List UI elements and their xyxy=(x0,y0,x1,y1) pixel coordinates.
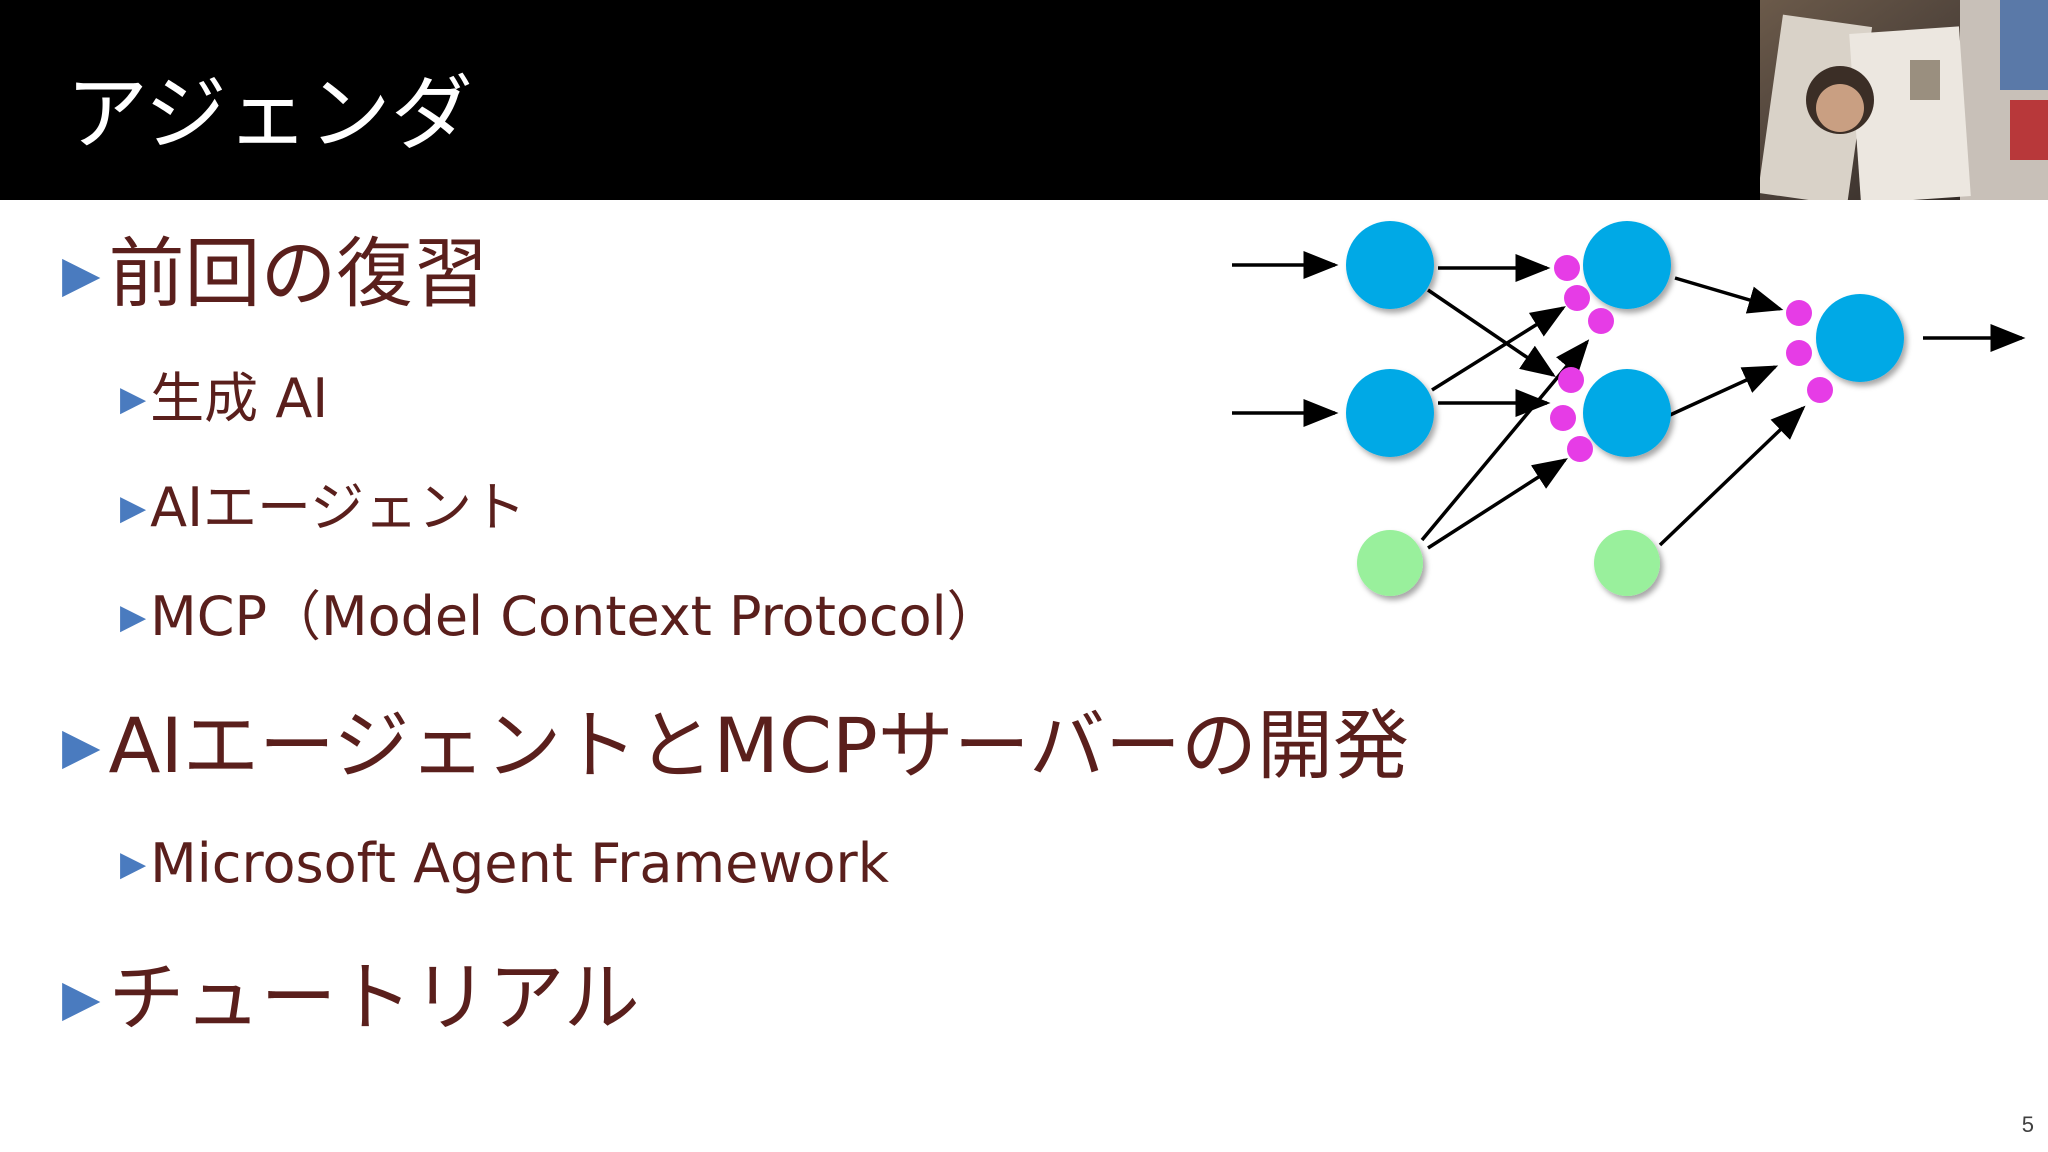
agenda-subitem-label: Microsoft Agent Framework xyxy=(150,832,889,895)
agenda-item-label: 前回の復習 xyxy=(108,229,489,318)
neuron-circle xyxy=(1346,221,1434,309)
agenda-subitem: ▶ Microsoft Agent Framework xyxy=(120,837,889,891)
bias-neuron-circle xyxy=(1357,530,1423,596)
bullet-triangle-icon: ▶ xyxy=(62,717,101,775)
slide-title: アジェンダ xyxy=(66,67,473,162)
agenda-item: ▶ AIエージェントとMCPサーバーの開発 xyxy=(62,708,1409,784)
neuron-circle xyxy=(1346,369,1434,457)
agenda-item-label: AIエージェントとMCPサーバーの開発 xyxy=(108,701,1410,790)
agenda-subitem: ▶ 生成 AI xyxy=(120,372,328,426)
agenda-subitem: ▶ MCP（Model Context Protocol） xyxy=(120,590,1001,644)
page-number: 5 xyxy=(2021,1112,2034,1137)
neuron-circle xyxy=(1583,221,1671,309)
agenda-item: ▶ 前回の復習 xyxy=(62,236,488,312)
bullet-triangle-icon: ▶ xyxy=(120,379,147,419)
agenda-item-label: チュートリアル xyxy=(108,953,640,1042)
agenda-subitem-label: MCP（Model Context Protocol） xyxy=(150,585,1001,648)
agenda-item: ▶ チュートリアル xyxy=(62,960,640,1036)
neuron-circle xyxy=(1816,294,1904,382)
title-bar: アジェンダ xyxy=(0,0,2048,200)
weight-dots xyxy=(1550,255,1833,462)
bias-neuron-circle xyxy=(1594,530,1660,596)
bullet-triangle-icon: ▶ xyxy=(62,969,101,1027)
bullet-triangle-icon: ▶ xyxy=(120,488,147,528)
bullet-triangle-icon: ▶ xyxy=(62,245,101,303)
agenda-subitem-label: 生成 AI xyxy=(150,367,329,430)
bullet-triangle-icon: ▶ xyxy=(120,597,147,637)
neural-network-diagram xyxy=(1232,221,2026,596)
neuron-circle xyxy=(1583,369,1671,457)
agenda-subitem-label: AIエージェント xyxy=(150,476,526,539)
agenda-subitem: ▶ AIエージェント xyxy=(120,481,526,535)
bullet-triangle-icon: ▶ xyxy=(120,844,147,884)
presenter-webcam-overlay xyxy=(1760,0,2048,200)
